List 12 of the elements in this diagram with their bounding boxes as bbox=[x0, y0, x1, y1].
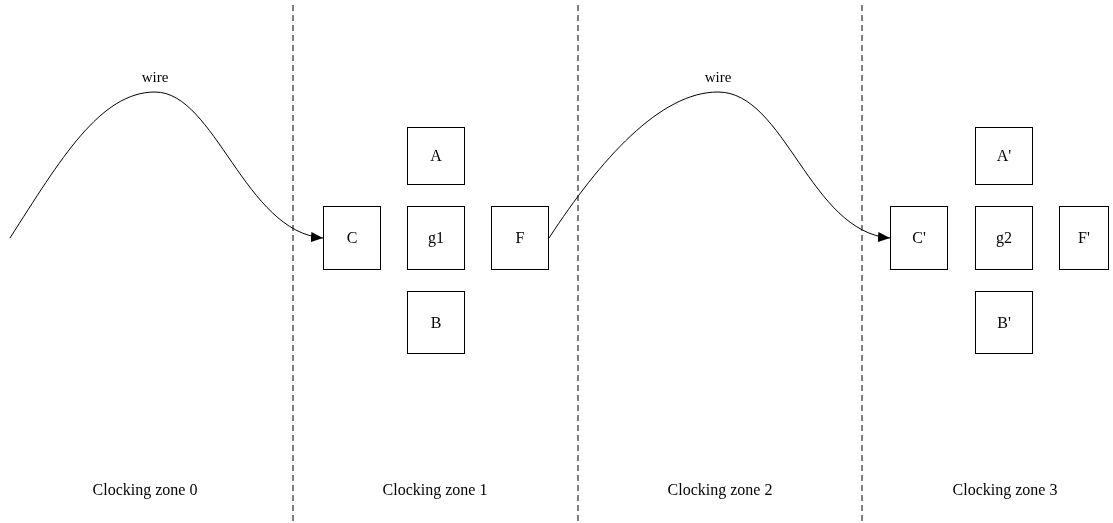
wire-arrow bbox=[548, 91, 891, 241]
gate-box: A' bbox=[975, 127, 1033, 185]
gate-box: C' bbox=[890, 206, 948, 270]
gate-box: F' bbox=[1059, 206, 1109, 270]
wire-arrow bbox=[9, 91, 324, 241]
gate-box: B bbox=[407, 291, 465, 354]
gate-box: A bbox=[407, 127, 465, 185]
gate-box: g2 bbox=[975, 206, 1033, 270]
gate-box: F bbox=[491, 206, 549, 270]
gate-box: C bbox=[323, 206, 381, 270]
gate-box: g1 bbox=[407, 206, 465, 270]
gate-box: B' bbox=[975, 291, 1033, 354]
